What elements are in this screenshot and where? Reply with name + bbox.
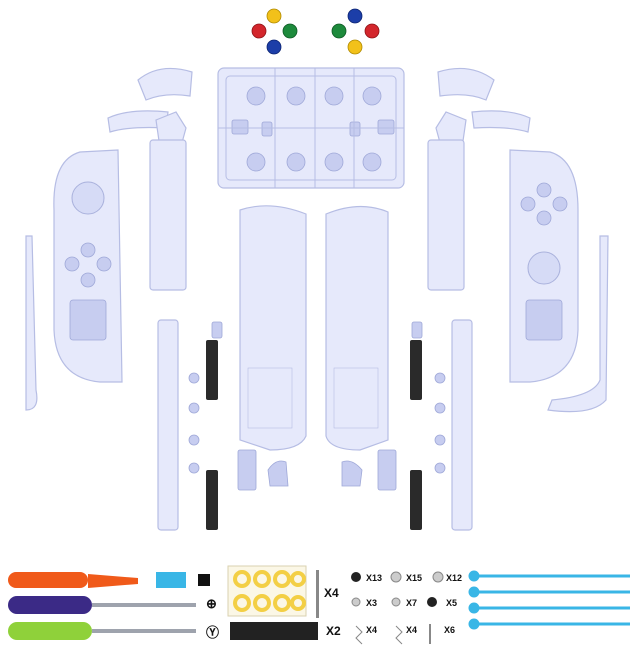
foam-strip [230, 622, 318, 640]
foam-qty: X2 [326, 624, 341, 638]
pads-qty: X4 [324, 586, 339, 600]
pad-sheet [227, 565, 307, 617]
inner-frame-right [427, 139, 465, 291]
ribbon-left-bottom [206, 470, 218, 530]
inner-frame-left [149, 139, 187, 291]
screwdriver-green [8, 622, 196, 640]
screws-f-qty: X5 [446, 598, 458, 608]
tri-bit-glyph: Ⓨ [206, 625, 220, 640]
back-plate-grid [247, 367, 379, 429]
back-plate-left [239, 205, 307, 451]
screws-e-qty: X7 [406, 598, 418, 608]
screwdriver-purple [8, 596, 196, 614]
left-side-rail [25, 235, 38, 411]
screws [351, 571, 444, 645]
left-joycon-shell [53, 149, 123, 383]
shoulder-button-left [137, 67, 193, 101]
ribbon-right-top [410, 340, 422, 400]
sticker-black [198, 574, 210, 586]
ribbon-left-top [206, 340, 218, 400]
screws-c-qty: X12 [446, 573, 463, 583]
trigger-right [471, 110, 531, 133]
red-button [364, 23, 380, 39]
button-sprue-frame [217, 67, 405, 189]
small-parts [188, 321, 446, 491]
shoulder-button-right [437, 67, 495, 101]
screws-b-qty: X15 [406, 573, 423, 583]
pry-tool-orange [8, 572, 138, 588]
right-joycon-shell [509, 149, 579, 383]
rail-right-a [451, 319, 473, 531]
back-plate-right [325, 205, 389, 451]
rail-left-a [157, 319, 179, 531]
green-button [331, 23, 347, 39]
blue-button [266, 39, 282, 55]
straps [468, 570, 630, 630]
yellow-button [347, 39, 363, 55]
right-side-rail [547, 235, 609, 413]
yellow-button [266, 8, 282, 24]
divider-bar [316, 570, 319, 618]
red-button [251, 23, 267, 39]
screws-a-qty: X13 [366, 573, 383, 583]
springs-b-qty: X4 [406, 625, 418, 635]
ribbon-right-bottom [410, 470, 422, 530]
abxy-buttons-right [331, 8, 380, 55]
sticker-blue [156, 572, 186, 588]
abxy-buttons-left [251, 8, 298, 55]
pins-qty: X6 [444, 625, 456, 635]
blue-button [347, 8, 363, 24]
springs-a-qty: X4 [366, 625, 378, 635]
cross-bit-glyph: ⊕ [206, 596, 217, 611]
screws-d-qty: X3 [366, 598, 378, 608]
green-button [282, 23, 298, 39]
